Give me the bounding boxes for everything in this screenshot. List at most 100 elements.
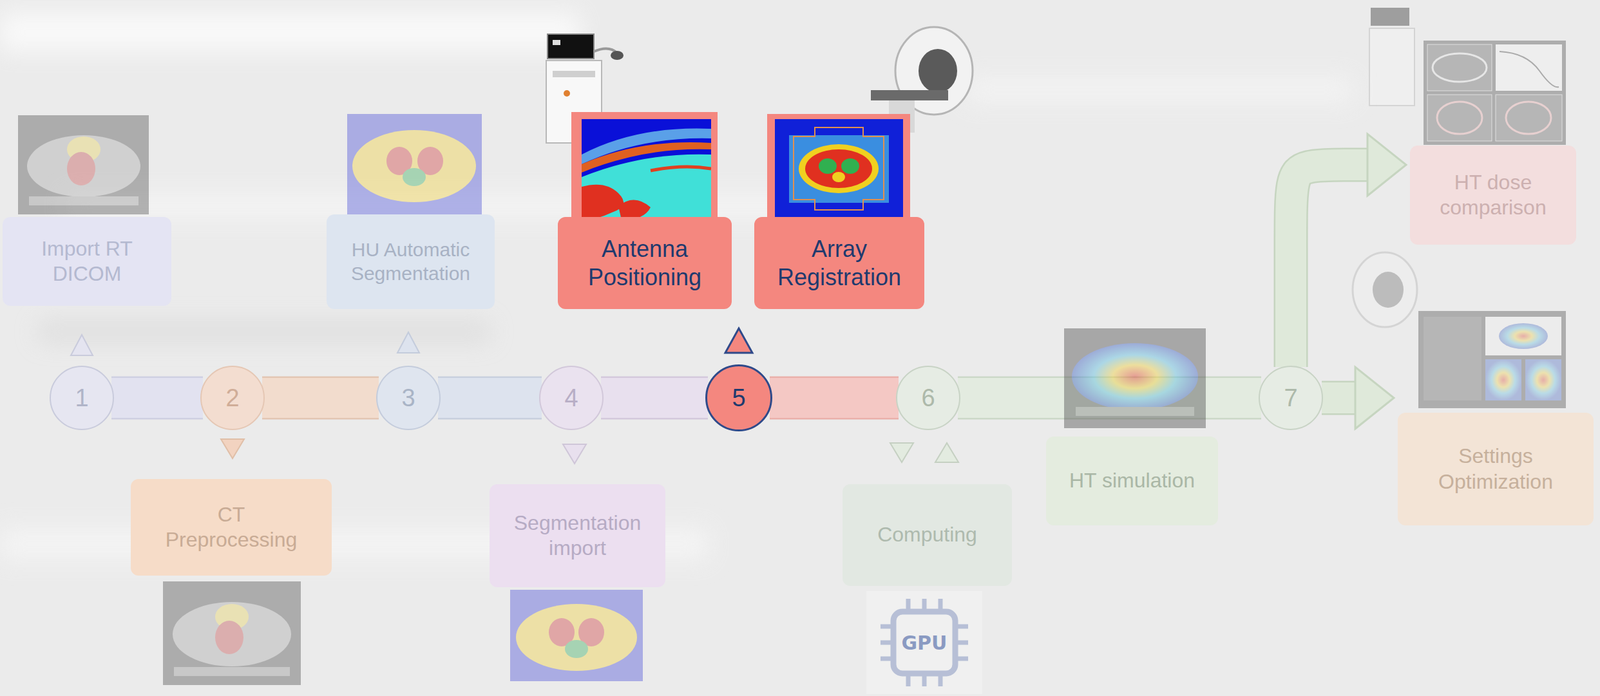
pointer-triangles bbox=[562, 444, 587, 464]
step-box: Import RT DICOM bbox=[2, 217, 172, 306]
pointer-triangles bbox=[397, 332, 420, 353]
step-label: Antenna Positioning bbox=[568, 235, 722, 292]
antenna-image bbox=[581, 128, 712, 221]
connector-body bbox=[600, 378, 708, 419]
step-box: Segmentation import bbox=[489, 484, 666, 588]
step-box: HT simulation bbox=[1046, 436, 1219, 526]
step-number: 1 bbox=[74, 383, 89, 413]
background-glow bbox=[0, 12, 1353, 561]
timeline-band bbox=[262, 398, 379, 399]
ct-image bbox=[162, 581, 301, 686]
arrow-head bbox=[1355, 367, 1394, 429]
hyperthermia-device bbox=[563, 90, 571, 97]
step-label: Settings Optimization bbox=[1409, 443, 1582, 495]
simulation-image bbox=[1064, 328, 1206, 429]
hyperthermia-device bbox=[552, 39, 561, 46]
array-image bbox=[841, 158, 860, 174]
background-glow bbox=[966, 77, 1353, 104]
step-label: HU Automatic Segmentation bbox=[335, 238, 486, 286]
simulation-image bbox=[1064, 328, 1206, 429]
dose-comparison-figure bbox=[1432, 53, 1487, 82]
ct-image bbox=[215, 620, 244, 655]
pointer-triangles bbox=[70, 328, 959, 464]
optimization-figure bbox=[1372, 271, 1404, 308]
step-circle: 5 bbox=[705, 364, 773, 432]
connector-outline bbox=[1290, 164, 1368, 368]
dose-comparison-figure bbox=[1423, 40, 1566, 145]
dose-comparison-figure bbox=[1495, 44, 1562, 91]
array-image bbox=[818, 158, 837, 174]
dose-comparison-figure bbox=[1437, 101, 1483, 134]
ct-image bbox=[18, 115, 149, 215]
antenna-image bbox=[581, 154, 712, 221]
step-label: Segmentation import bbox=[499, 510, 656, 562]
step-circle: 4 bbox=[539, 365, 604, 431]
connector-body bbox=[769, 378, 899, 419]
step-box: HU Automatic Segmentation bbox=[326, 214, 495, 310]
segmentation-image bbox=[402, 168, 426, 187]
chip-label: GPU bbox=[901, 631, 948, 655]
optimization-figure bbox=[1418, 311, 1566, 409]
dose-comparison-figure bbox=[1499, 51, 1559, 87]
connector-outline bbox=[111, 376, 203, 420]
segmentation-image bbox=[510, 590, 643, 682]
step-number: 4 bbox=[564, 383, 578, 413]
antenna-image bbox=[581, 184, 624, 221]
connector-body bbox=[438, 378, 542, 419]
connector-body bbox=[1321, 382, 1356, 414]
antenna-image bbox=[571, 112, 718, 223]
step-label: HT simulation bbox=[1069, 468, 1195, 494]
ct-image bbox=[28, 196, 139, 206]
segmentation-image bbox=[347, 114, 482, 215]
background-glow bbox=[0, 12, 580, 52]
connector-outline bbox=[600, 376, 708, 420]
connector-body bbox=[111, 378, 203, 419]
step-circle: 3 bbox=[376, 365, 441, 431]
dose-comparison-figure bbox=[1505, 101, 1552, 134]
step-box: Array Registration bbox=[754, 217, 925, 310]
arrow-head bbox=[1367, 133, 1407, 196]
connector-outline bbox=[438, 376, 542, 420]
connector-body bbox=[262, 378, 379, 419]
ct-scanner bbox=[918, 48, 958, 93]
hyperthermia-device bbox=[547, 34, 594, 59]
antenna-image bbox=[581, 119, 712, 221]
timeline-band bbox=[769, 398, 899, 399]
ct-image bbox=[162, 581, 301, 686]
hyperthermia-device bbox=[610, 50, 624, 60]
segmentation-image bbox=[564, 640, 589, 659]
gpu-icon bbox=[880, 599, 969, 687]
pointer-triangles bbox=[935, 443, 959, 463]
dose-comparison-figure bbox=[1427, 44, 1492, 91]
array-image bbox=[767, 114, 911, 223]
dose-comparison-figure bbox=[1369, 7, 1566, 145]
gpu-icon bbox=[866, 591, 983, 695]
pointer-triangles bbox=[725, 328, 753, 353]
pointer-triangles bbox=[220, 439, 245, 459]
step-number: 6 bbox=[921, 383, 935, 413]
step-label: Array Registration bbox=[763, 235, 916, 292]
step-number: 2 bbox=[225, 383, 239, 413]
array-image bbox=[774, 119, 904, 218]
segmentation-image bbox=[352, 130, 477, 203]
dose-comparison-figure bbox=[1370, 7, 1410, 26]
gpu-icon bbox=[866, 591, 983, 695]
hyperthermia-device bbox=[552, 70, 596, 78]
ct-image bbox=[172, 602, 292, 667]
pointer-triangles bbox=[70, 334, 93, 356]
step-box: HT dose comparison bbox=[1409, 145, 1577, 245]
simulation-image bbox=[1071, 343, 1199, 411]
dose-comparison-figure bbox=[1369, 28, 1415, 106]
optimization-figure bbox=[1485, 359, 1522, 401]
connector-body bbox=[1290, 164, 1368, 368]
step-circle: 2 bbox=[200, 365, 265, 431]
step-box: CT Preprocessing bbox=[130, 479, 332, 576]
step-number: 5 bbox=[731, 383, 746, 413]
simulation-image bbox=[1075, 407, 1195, 417]
branch-arrow bbox=[1321, 367, 1394, 429]
segmentation-image bbox=[515, 604, 638, 672]
step-label: HT dose comparison bbox=[1424, 170, 1562, 221]
dose-comparison-figure bbox=[1427, 94, 1492, 142]
ct-image bbox=[66, 152, 96, 186]
